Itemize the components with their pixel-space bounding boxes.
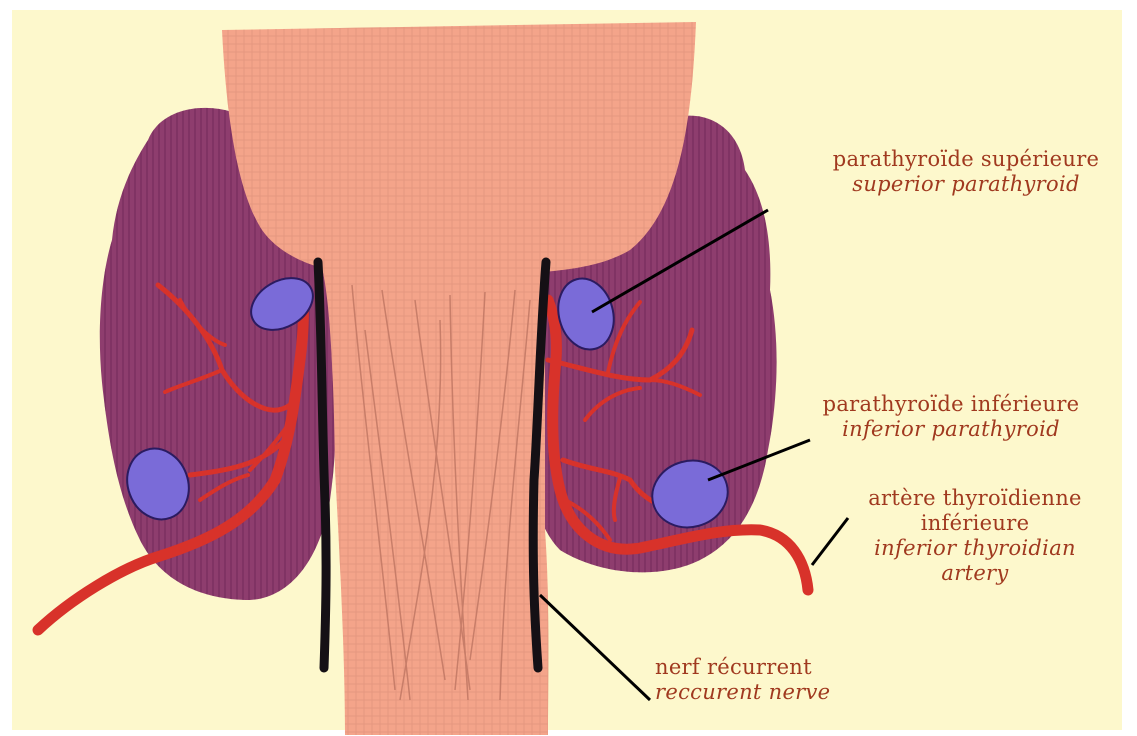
label-inferior-parathyroid: parathyroïde inférieure inferior parathy… <box>778 392 1124 442</box>
label-inferior-thyroid-artery-fr-2: inférieure <box>825 511 1125 536</box>
label-recurrent-nerve-fr: nerf récurrent <box>655 655 935 680</box>
label-inferior-parathyroid-fr: parathyroïde inférieure <box>778 392 1124 417</box>
label-inferior-thyroid-artery-fr-1: artère thyroïdienne <box>825 486 1125 511</box>
label-superior-parathyroid-en: superior parathyroid <box>796 172 1136 197</box>
label-recurrent-nerve: nerf récurrent reccurent nerve <box>655 655 935 705</box>
label-superior-parathyroid-fr: parathyroïde supérieure <box>796 147 1136 172</box>
label-recurrent-nerve-en: reccurent nerve <box>655 680 935 705</box>
label-superior-parathyroid: parathyroïde supérieure superior parathy… <box>796 147 1136 197</box>
label-inferior-thyroid-artery: artère thyroïdienne inférieure inferior … <box>825 486 1125 586</box>
label-inferior-thyroid-artery-en-2: artery <box>825 561 1125 586</box>
label-inferior-thyroid-artery-en-1: inferior thyroidian <box>825 536 1125 561</box>
label-inferior-parathyroid-en: inferior parathyroid <box>778 417 1124 442</box>
